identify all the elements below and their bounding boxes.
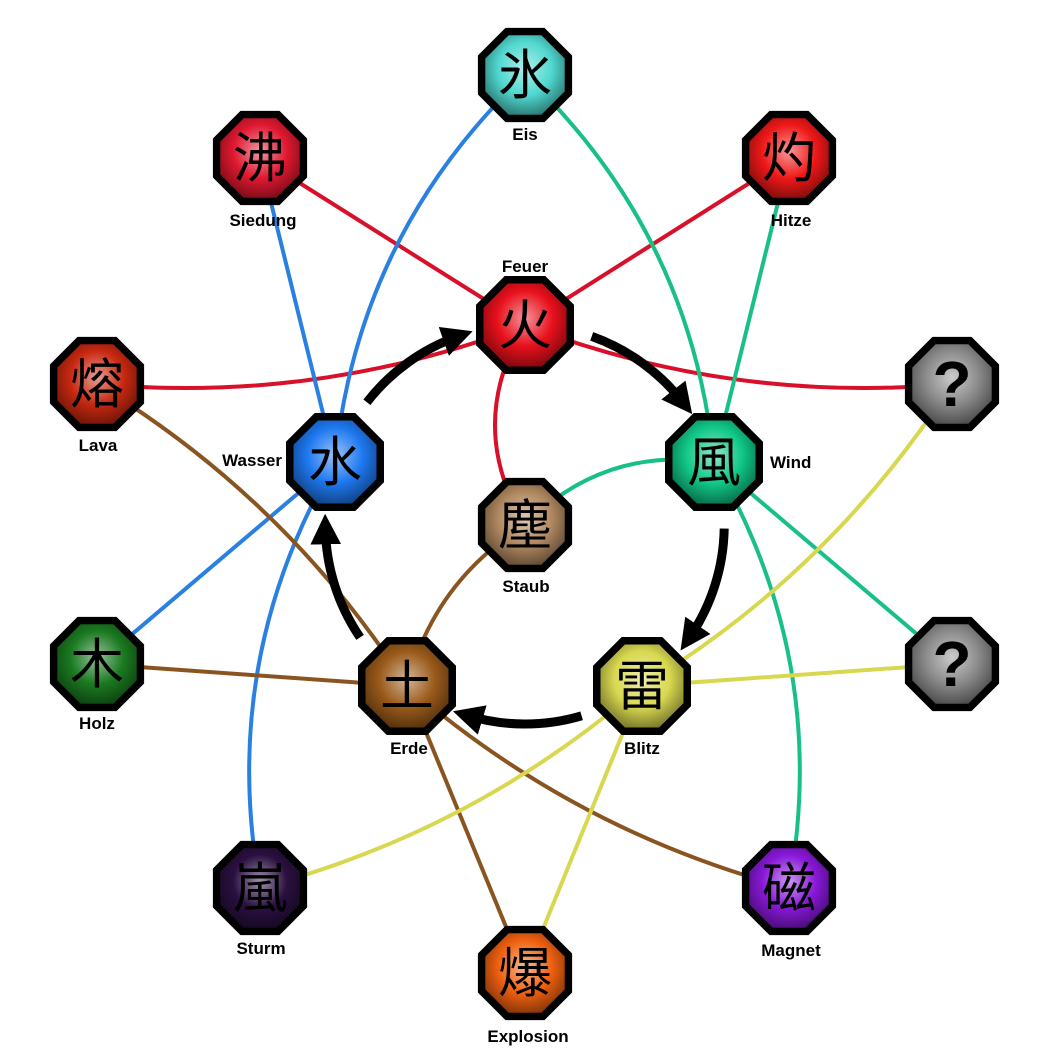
node-unknown2: ? [904,616,1000,712]
connection-blitz-sturm [258,684,644,890]
node-sturm: 嵐 Sturm [212,840,308,958]
element-nodes: 火 Feuer 風 Wind 雷 Blitz 土 Erde 水 Wasser 塵 Staub 氷 Eis 沸… [49,27,1000,1046]
node-label-staub: Staub [502,577,549,596]
kanji-glyph-hitze: 灼 [762,127,816,190]
kanji-glyph-explosion: 爆 [498,942,552,1005]
node-label-holz: Holz [79,714,115,733]
question-mark-icon: ? [932,628,971,700]
node-feuer: 火 Feuer [476,257,574,374]
node-label-wind: Wind [770,453,811,472]
node-face-holz [55,622,139,706]
connection-wasser-sturm [247,460,337,890]
node-explosion: 爆 Explosion [477,925,573,1046]
cycle-arrows [310,326,729,735]
kanji-glyph-erde: 土 [380,655,434,718]
node-wind: 風 Wind [665,413,811,511]
node-wasser: 水 Wasser [222,413,384,511]
node-erde: 土 Erde [358,637,456,758]
node-eis: 氷 Eis [477,27,573,144]
connection-blitz-unknown1 [640,382,954,688]
cycle-arrow-erde-wasser [310,513,364,640]
kanji-glyph-sturm: 嵐 [233,857,287,920]
node-face-unknown2 [910,622,994,706]
node-label-magnet: Magnet [761,941,821,960]
node-face-feuer [481,281,569,369]
node-label-hitze: Hitze [771,211,812,230]
kanji-glyph-staub: 塵 [498,494,552,557]
connection-erde-magnet [405,684,791,890]
node-label-blitz: Blitz [624,739,660,758]
kanji-glyph-eis: 氷 [498,44,552,107]
node-lava: 熔 Lava [49,336,145,455]
cycle-arrow-feuer-wind [590,332,693,415]
node-face-unknown1 [910,342,994,426]
connection-wasser-eis [333,73,527,464]
kanji-glyph-blitz: 雷 [615,655,669,718]
node-label-feuer: Feuer [502,257,549,276]
node-label-sturm: Sturm [236,939,285,958]
node-face-hitze [747,116,831,200]
question-mark-icon: ? [932,348,971,420]
node-face-sturm [218,846,302,930]
node-face-blitz [598,642,686,730]
node-label-lava: Lava [79,436,118,455]
kanji-glyph-holz: 木 [70,633,124,696]
node-face-erde [363,642,451,730]
connection-erde-lava [95,382,409,688]
connection-wind-magnet [712,460,802,890]
kanji-glyph-siedung: 沸 [233,127,287,190]
node-face-siedung [218,116,302,200]
node-label-erde: Erde [390,739,428,758]
node-face-explosion [483,931,567,1015]
node-label-eis: Eis [512,125,538,144]
kanji-glyph-wasser: 水 [308,431,362,494]
node-unknown1: ? [904,336,1000,432]
cycle-arrow-wasser-feuer [363,326,473,405]
kanji-glyph-magnet: 磁 [762,857,816,920]
kanji-glyph-lava: 熔 [70,353,124,416]
node-label-siedung: Siedung [229,211,296,230]
node-blitz: 雷 Blitz [593,637,691,758]
node-face-lava [55,342,139,426]
node-face-eis [483,33,567,117]
node-face-wasser [291,418,379,506]
node-face-magnet [747,846,831,930]
node-label-explosion: Explosion [487,1027,568,1046]
node-face-staub [483,483,567,567]
kanji-glyph-wind: 風 [687,431,741,494]
kanji-glyph-feuer: 火 [498,294,552,357]
node-label-wasser: Wasser [222,451,282,470]
node-holz: 木 Holz [49,616,145,733]
cycle-arrow-wind-blitz [680,528,729,651]
cycle-arrow-blitz-erde [452,705,583,735]
node-staub: 塵 Staub [477,477,573,596]
connection-wind-eis [523,73,716,464]
node-magnet: 磁 Magnet [741,840,837,960]
node-face-wind [670,418,758,506]
node-hitze: 灼 Hitze [741,110,837,230]
node-siedung: 沸 Siedung [212,110,308,230]
